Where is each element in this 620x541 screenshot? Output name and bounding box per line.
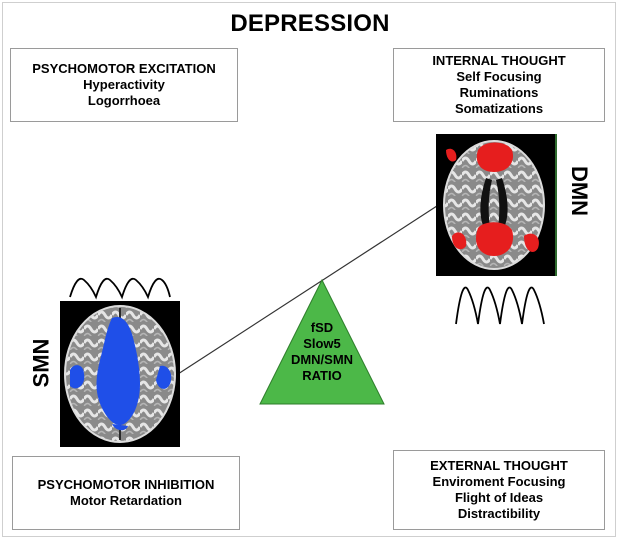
dmn-activation-frontal: [476, 142, 514, 172]
fulcrum-text: fSD Slow5 DMN/SMN RATIO: [270, 320, 374, 384]
psychomotor-excitation-item: Hyperactivity: [83, 77, 165, 92]
smn-wave: [69, 277, 171, 300]
fulcrum-line: Slow5: [303, 336, 341, 351]
internal-thought-item: Self Focusing: [456, 69, 542, 84]
external-thought-item: Distractibility: [457, 506, 541, 521]
dmn-activation-posterior: [475, 222, 514, 256]
internal-thought-heading: INTERNAL THOUGHT: [432, 53, 566, 68]
psychomotor-inhibition-item: Motor Retardation: [70, 493, 182, 508]
smn-activation-blob: [96, 316, 140, 426]
fulcrum-line: RATIO: [302, 368, 342, 383]
psychomotor-excitation-heading: PSYCHOMOTOR EXCITATION: [32, 61, 216, 76]
external-thought-item: Enviroment Focusing: [432, 474, 566, 489]
figure-title: DEPRESSION: [230, 10, 390, 37]
fulcrum-triangle: [259, 278, 385, 405]
internal-thought-box: INTERNAL THOUGHT Self Focusing Ruminatio…: [393, 48, 605, 122]
fulcrum-line: DMN/SMN: [290, 352, 354, 367]
dmn-brain-image: [436, 134, 557, 276]
psychomotor-excitation-box: PSYCHOMOTOR EXCITATION Hyperactivity Log…: [10, 48, 238, 122]
dmn-label: DMN: [567, 165, 593, 217]
internal-thought-item: Ruminations: [459, 85, 539, 100]
dmn-wave: [455, 286, 545, 325]
psychomotor-excitation-item: Logorrhoea: [87, 93, 161, 108]
external-thought-item: Flight of Ideas: [454, 490, 544, 505]
smn-brain-image: [60, 301, 180, 447]
fulcrum-line: fSD: [310, 320, 334, 335]
seesaw-beam: [177, 203, 441, 375]
external-thought-box: EXTERNAL THOUGHT Enviroment Focusing Fli…: [393, 450, 605, 530]
internal-thought-item: Somatizations: [454, 101, 544, 116]
psychomotor-inhibition-heading: PSYCHOMOTOR INHIBITION: [37, 477, 215, 492]
psychomotor-inhibition-box: PSYCHOMOTOR INHIBITION Motor Retardation: [12, 456, 240, 530]
smn-label: SMN: [28, 338, 54, 388]
external-thought-heading: EXTERNAL THOUGHT: [430, 458, 568, 473]
